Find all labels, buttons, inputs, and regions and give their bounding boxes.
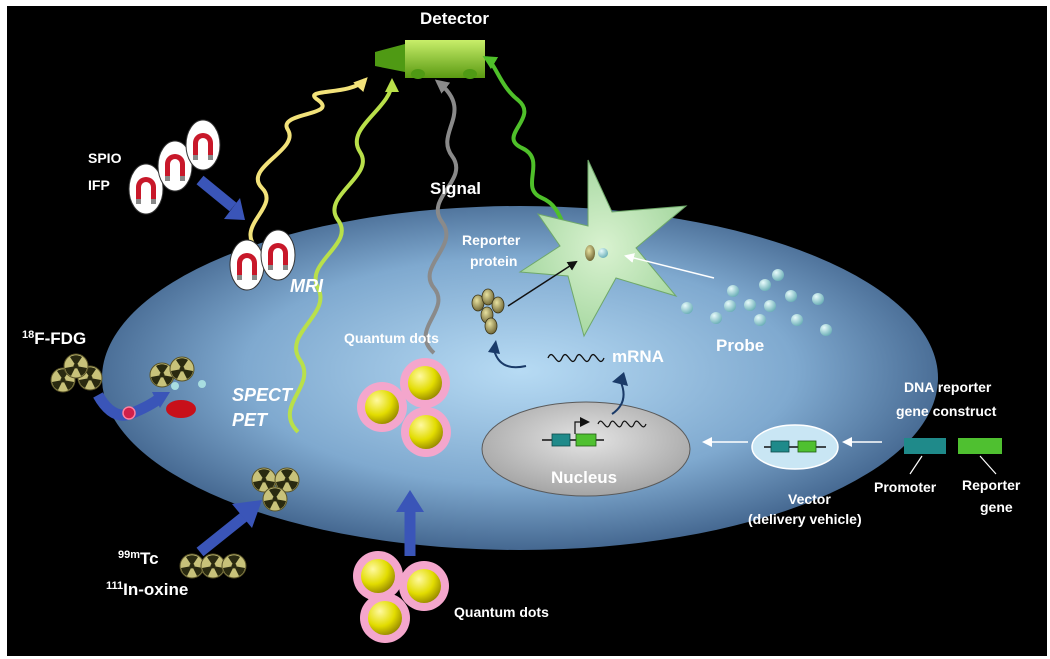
nucleus-label: Nucleus bbox=[551, 468, 617, 487]
reporter-protein-icon bbox=[585, 245, 595, 261]
reporter-gene-segment-icon bbox=[575, 433, 597, 447]
fdg-superscript: 18 bbox=[22, 329, 34, 341]
vector-reporter-icon bbox=[797, 440, 817, 453]
probe-dot-icon bbox=[727, 285, 739, 297]
mrna-export-arrowhead bbox=[612, 372, 628, 386]
hexokinase-icon bbox=[166, 400, 196, 418]
protein-cluster-icon bbox=[484, 317, 498, 335]
transporter-icon bbox=[122, 406, 136, 420]
promoter-label: Promoter bbox=[874, 479, 937, 495]
radioactive-icon bbox=[179, 553, 205, 579]
probe-dot-icon bbox=[759, 279, 771, 291]
spio-magnet-icon bbox=[229, 239, 265, 291]
fdg-transport-arrowhead bbox=[152, 392, 170, 408]
mri-label: MRI bbox=[290, 276, 324, 296]
quantum-dot-icon bbox=[353, 551, 403, 601]
probe-dot-icon bbox=[744, 299, 756, 311]
radioactive-icon bbox=[200, 553, 226, 579]
ifp-label: IFP bbox=[88, 177, 110, 193]
probe-dot-icon bbox=[764, 300, 776, 312]
mrna-strand-icon bbox=[547, 353, 605, 363]
nucleus-icon bbox=[481, 401, 691, 497]
quantum-dot-icon bbox=[400, 358, 450, 408]
promoter-pointer bbox=[909, 455, 923, 475]
vector-promoter-icon bbox=[770, 440, 790, 453]
probe-dot-icon bbox=[681, 302, 693, 314]
tc-superscript: 99m bbox=[118, 549, 140, 561]
spio-magnet-icon bbox=[260, 229, 296, 281]
fdg-text: F-FDG bbox=[34, 329, 86, 348]
phosphate-icon bbox=[198, 380, 206, 388]
reporter-protein-label-2: protein bbox=[470, 253, 517, 269]
tc-label: 99mTc bbox=[118, 549, 159, 568]
fdg-label: 18F-FDG bbox=[22, 329, 86, 348]
tc-text: Tc bbox=[140, 549, 159, 568]
reporter-gene-label-1: Reporter bbox=[962, 477, 1021, 493]
promoter-block-icon bbox=[904, 438, 946, 454]
spect-label: SPECT bbox=[232, 385, 294, 405]
spect-pet-signal-wave bbox=[288, 78, 399, 434]
radioactive-icon bbox=[221, 553, 247, 579]
probe-dot-icon bbox=[785, 290, 797, 302]
probe-dot-icon bbox=[724, 300, 736, 312]
protein-translocation-arrow bbox=[507, 260, 578, 307]
reporter-gene-label-2: gene bbox=[980, 499, 1013, 515]
dna-construct-label-2: gene construct bbox=[896, 403, 997, 419]
probe-dot-icon bbox=[754, 314, 766, 326]
translation-arrow bbox=[493, 349, 527, 369]
mrna-label: mRNA bbox=[612, 347, 664, 366]
in-oxine-label: 111In-oxine bbox=[106, 580, 188, 599]
probe-dot-icon bbox=[710, 312, 722, 324]
mri-signal-wave bbox=[248, 77, 368, 255]
quantum-dot-signal-wave bbox=[423, 79, 459, 355]
probe-dot-icon bbox=[820, 324, 832, 336]
in-text: In-oxine bbox=[123, 580, 188, 599]
quantum-dot-icon bbox=[357, 382, 407, 432]
spio-entry-arrowhead bbox=[224, 198, 245, 220]
quantum-dot-icon bbox=[401, 407, 451, 457]
vector-label-1: Vector bbox=[788, 491, 831, 507]
radioactive-icon bbox=[262, 486, 288, 512]
radioactive-icon bbox=[169, 356, 195, 382]
quantum-dots-inside-label: Quantum dots bbox=[344, 330, 439, 346]
transcription-start-arrow bbox=[574, 417, 590, 434]
nascent-mrna-icon bbox=[597, 420, 647, 428]
reporter-gene-pointer bbox=[979, 455, 997, 475]
probe-dot-icon bbox=[772, 269, 784, 281]
reporter-protein-label-1: Reporter bbox=[462, 232, 521, 248]
quantum-dot-entry-arrowhead bbox=[396, 490, 424, 512]
reporter-signal-wave bbox=[482, 55, 583, 248]
pet-label: PET bbox=[232, 410, 269, 430]
radioactive-icon bbox=[63, 353, 89, 379]
in-superscript: 111 bbox=[106, 580, 123, 592]
quantum-dot-icon bbox=[399, 561, 449, 611]
detector-icon bbox=[375, 40, 485, 79]
protein-cluster-icon bbox=[491, 296, 505, 314]
vector-label-2: (delivery vehicle) bbox=[748, 511, 862, 527]
bound-probe-icon bbox=[598, 248, 608, 258]
tc-entry-arrowhead bbox=[232, 500, 262, 528]
dna-construct-label-1: DNA reporter bbox=[904, 379, 992, 395]
translation-arrowhead bbox=[488, 340, 500, 354]
probe-dot-icon bbox=[791, 314, 803, 326]
probe-dot-icon bbox=[812, 293, 824, 305]
probe-binding-arrow bbox=[624, 253, 715, 279]
reporter-gene-block-icon bbox=[958, 438, 1002, 454]
probe-label: Probe bbox=[716, 336, 764, 355]
detector-label: Detector bbox=[420, 9, 489, 28]
phosphate-icon bbox=[171, 382, 179, 390]
spio-label: SPIO bbox=[88, 150, 122, 166]
quantum-dots-outside-label: Quantum dots bbox=[454, 604, 549, 620]
spio-entry-arrow bbox=[196, 175, 237, 212]
signal-label: Signal bbox=[430, 179, 481, 198]
spio-magnet-icon bbox=[185, 119, 221, 171]
promoter-segment-icon bbox=[551, 433, 571, 447]
quantum-dot-icon bbox=[360, 593, 410, 643]
tc-entry-arrow bbox=[196, 511, 249, 557]
